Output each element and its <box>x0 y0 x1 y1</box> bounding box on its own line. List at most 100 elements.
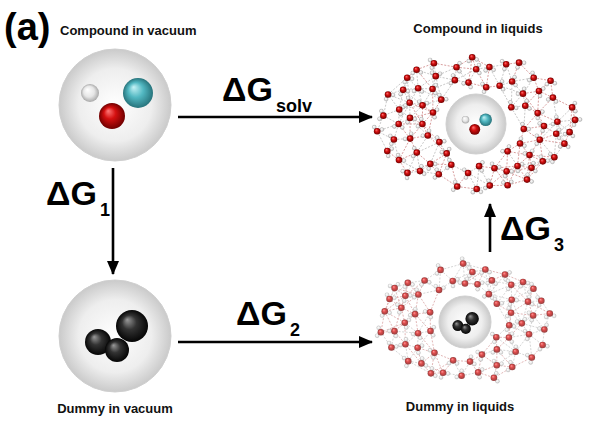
water-hydrogen <box>526 173 530 177</box>
water-hydrogen <box>525 99 529 103</box>
water-oxygen <box>516 59 523 66</box>
water-oxygen <box>553 130 560 137</box>
state-node: Dummy in vacuum <box>58 280 172 392</box>
node-heading: Dummy in vacuum <box>57 402 173 416</box>
water-oxygen <box>536 136 543 143</box>
water-oxygen <box>431 60 438 67</box>
water-hydrogen <box>391 93 395 97</box>
node-heading: Compound in vacuum <box>60 24 197 38</box>
water-hydrogen <box>420 356 424 360</box>
water-oxygen <box>391 285 398 292</box>
water-oxygen <box>391 136 398 143</box>
water-hydrogen <box>405 176 409 180</box>
water-oxygen <box>431 349 438 356</box>
water-oxygen <box>454 183 461 190</box>
water-hydrogen <box>466 262 470 266</box>
water-hydrogen <box>508 100 512 104</box>
water-oxygen <box>493 334 500 341</box>
hydrogen-bond <box>451 165 457 187</box>
water-hydrogen <box>536 116 540 120</box>
dummy-atom <box>465 312 478 325</box>
water-hydrogen <box>433 115 437 119</box>
water-oxygen <box>465 79 472 86</box>
water-oxygen <box>421 277 428 284</box>
hydrogen-bond <box>399 103 410 124</box>
water-oxygen <box>436 287 443 294</box>
water-oxygen <box>407 115 414 122</box>
water-hydrogen <box>480 281 484 285</box>
water-oxygen <box>374 128 381 135</box>
water-oxygen <box>443 150 450 157</box>
water-oxygen <box>520 279 527 286</box>
water-oxygen <box>530 74 537 81</box>
water-hydrogen <box>440 150 444 154</box>
hydrogen-bond <box>527 161 543 179</box>
water-hydrogen <box>487 179 491 183</box>
water-oxygen <box>530 285 537 292</box>
water-oxygen <box>469 54 476 61</box>
water-hydrogen <box>572 123 576 127</box>
hydrogen-bond <box>385 288 395 311</box>
state-node: Dummy in liquids <box>378 258 554 388</box>
water-hydrogen <box>527 127 531 131</box>
panel-label: (a) <box>4 8 50 46</box>
water-oxygen <box>506 322 513 329</box>
node-heading: Compound in liquids <box>413 22 542 36</box>
water-hydrogen <box>527 295 531 299</box>
water-hydrogen <box>514 345 518 349</box>
water-hydrogen <box>529 360 533 364</box>
water-cluster <box>375 257 556 384</box>
dummy-atom <box>461 324 471 334</box>
water-hydrogen <box>451 284 455 288</box>
free-energy-label: ΔG <box>222 72 273 106</box>
water-hydrogen <box>469 355 473 359</box>
water-oxygen <box>414 344 421 351</box>
water-oxygen <box>524 176 531 183</box>
water-hydrogen <box>462 81 466 85</box>
water-hydrogen <box>415 288 419 292</box>
water-oxygen <box>494 300 501 307</box>
water-hydrogen <box>455 277 459 281</box>
hydrogen-atom <box>462 116 470 124</box>
water-hydrogen <box>514 106 518 110</box>
water-hydrogen <box>411 332 415 336</box>
water-oxygen <box>525 298 532 305</box>
vacuum-sphere <box>59 49 171 161</box>
process-arrow <box>178 341 372 344</box>
free-energy-label: ΔG <box>236 296 287 330</box>
water-hydrogen <box>545 344 549 348</box>
water-hydrogen <box>408 313 412 317</box>
water-oxygen <box>572 117 579 124</box>
water-oxygen <box>508 282 515 289</box>
water-hydrogen <box>404 337 408 341</box>
water-oxygen <box>449 278 456 285</box>
water-oxygen <box>400 87 407 94</box>
water-oxygen <box>496 82 503 89</box>
vacuum-sphere <box>59 280 171 392</box>
chlorine-atom <box>479 113 492 126</box>
water-oxygen <box>475 369 482 376</box>
water-oxygen <box>458 372 465 379</box>
hydrogen-bond <box>492 280 497 303</box>
dummy-atom <box>116 310 148 342</box>
water-hydrogen <box>409 132 413 136</box>
hydrogen-bond <box>428 135 447 153</box>
oxygen-atom <box>99 103 125 129</box>
hydrogen-bond <box>407 153 416 173</box>
water-oxygen <box>391 328 398 335</box>
water-oxygen <box>404 170 411 177</box>
water-hydrogen <box>392 296 396 300</box>
water-oxygen <box>473 66 480 73</box>
water-oxygen <box>429 86 436 93</box>
hydrogen-bond <box>500 64 507 86</box>
water-hydrogen <box>497 165 501 169</box>
hydrogen-bond <box>479 166 490 185</box>
hydrogen-bond <box>554 134 556 157</box>
water-oxygen <box>396 157 403 164</box>
water-oxygen <box>385 91 392 98</box>
water-oxygen <box>486 182 493 189</box>
water-oxygen <box>569 104 576 111</box>
water-hydrogen <box>429 315 433 319</box>
water-oxygen <box>551 154 558 161</box>
water-oxygen <box>406 99 413 106</box>
